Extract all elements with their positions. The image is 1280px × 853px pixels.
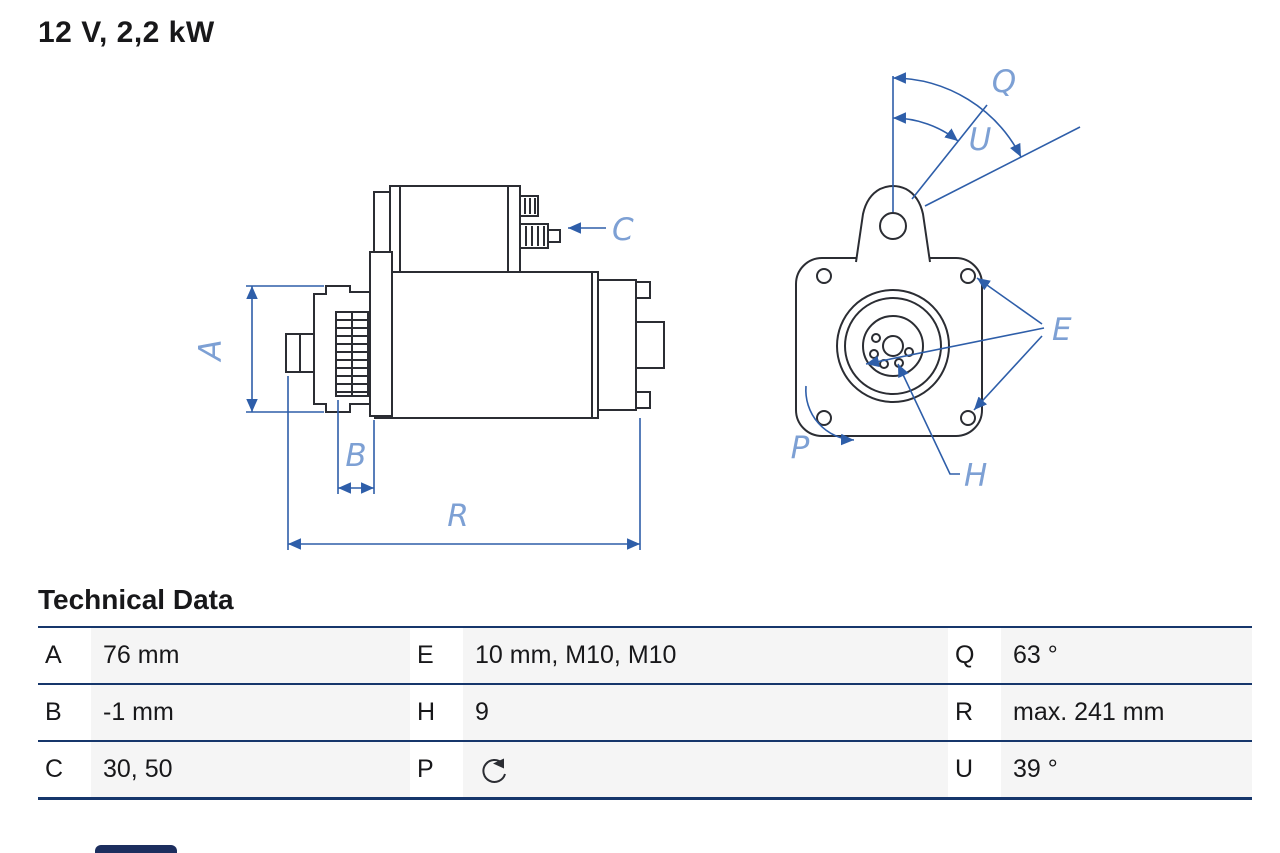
cell-key: R <box>948 685 1001 740</box>
cell-value-icon <box>463 742 948 797</box>
table-cell-B: B -1 mm <box>38 685 410 740</box>
cell-key: H <box>410 685 463 740</box>
end-cap-tabs <box>635 281 665 409</box>
mounting-ear-fill <box>856 186 930 262</box>
angle-ray-U <box>911 104 988 200</box>
angle-arc-U <box>892 112 959 142</box>
dimension-A <box>246 285 324 413</box>
table-row: C 30, 50 P U 39 ° <box>38 740 1252 797</box>
cell-value: 39 ° <box>1001 742 1252 797</box>
table-cell-P: P <box>410 742 948 797</box>
dim-label-E: E <box>1052 312 1072 348</box>
solenoid-body <box>389 185 521 273</box>
mounting-flange <box>369 251 393 417</box>
table-cell-Q: Q 63 ° <box>948 628 1252 683</box>
starter-side-view <box>285 185 665 419</box>
cell-key: U <box>948 742 1001 797</box>
starter-front-view <box>795 185 983 437</box>
motor-body <box>374 271 599 419</box>
table-cell-H: H 9 <box>410 685 948 740</box>
dim-label-P: P <box>791 430 810 466</box>
front-view-dimensions <box>805 72 1081 475</box>
table-cell-R: R max. 241 mm <box>948 685 1252 740</box>
table-cell-E: E 10 mm, M10, M10 <box>410 628 948 683</box>
page-title: 12 V, 2,2 kW <box>38 16 215 49</box>
angle-arc-Q <box>892 72 1022 158</box>
table-row: B -1 mm H 9 R max. 241 mm <box>38 683 1252 740</box>
cell-key: C <box>38 742 91 797</box>
dim-label-C: C <box>612 212 634 248</box>
cell-key: A <box>38 628 91 683</box>
flange-plate <box>795 257 983 437</box>
side-view-dimensions <box>246 222 641 550</box>
flange-bolt-holes <box>816 268 976 426</box>
cell-value: 63 ° <box>1001 628 1252 683</box>
table-cell-U: U 39 ° <box>948 742 1252 797</box>
dim-label-Q: Q <box>992 64 1016 100</box>
bearing-circles <box>836 289 950 403</box>
dim-label-A: A <box>193 339 229 362</box>
cell-value: 30, 50 <box>91 742 410 797</box>
cell-key: E <box>410 628 463 683</box>
end-cap <box>597 279 637 411</box>
starter-motor-diagram: A B C R <box>193 64 1081 550</box>
cell-value: max. 241 mm <box>1001 685 1252 740</box>
pointer-line-H <box>897 363 960 475</box>
cell-value: 76 mm <box>91 628 410 683</box>
dim-label-H: H <box>964 458 987 494</box>
technical-data-table: A 76 mm E 10 mm, M10, M10 Q 63 ° B -1 mm <box>38 626 1252 800</box>
cell-value: 9 <box>463 685 948 740</box>
table-cell-C: C 30, 50 <box>38 742 410 797</box>
dim-label-R: R <box>447 498 469 534</box>
cell-value: -1 mm <box>91 685 410 740</box>
technical-data-section: Technical Data A 76 mm E 10 mm, M10, M10… <box>38 584 1252 800</box>
cropped-bottom-element <box>95 845 177 853</box>
dim-label-B: B <box>345 438 366 474</box>
rotation-direction-arrow-P <box>805 385 855 446</box>
table-row: A 76 mm E 10 mm, M10, M10 Q 63 ° <box>38 628 1252 683</box>
cell-value: 10 mm, M10, M10 <box>463 628 948 683</box>
cell-key: P <box>410 742 463 797</box>
dim-label-U: U <box>969 122 992 158</box>
cell-key: Q <box>948 628 1001 683</box>
cell-key: B <box>38 685 91 740</box>
rotation-ccw-icon <box>482 758 506 783</box>
table-cell-A: A 76 mm <box>38 628 410 683</box>
pinion-gear-teeth <box>335 311 369 397</box>
ear-bolt-hole <box>879 212 907 240</box>
dimension-B <box>337 400 375 494</box>
terminal-studs <box>519 195 561 249</box>
angle-ray-Q <box>924 126 1081 207</box>
dimension-R <box>287 376 641 550</box>
technical-data-heading: Technical Data <box>38 584 234 615</box>
pointer-lines-E <box>865 277 1045 411</box>
